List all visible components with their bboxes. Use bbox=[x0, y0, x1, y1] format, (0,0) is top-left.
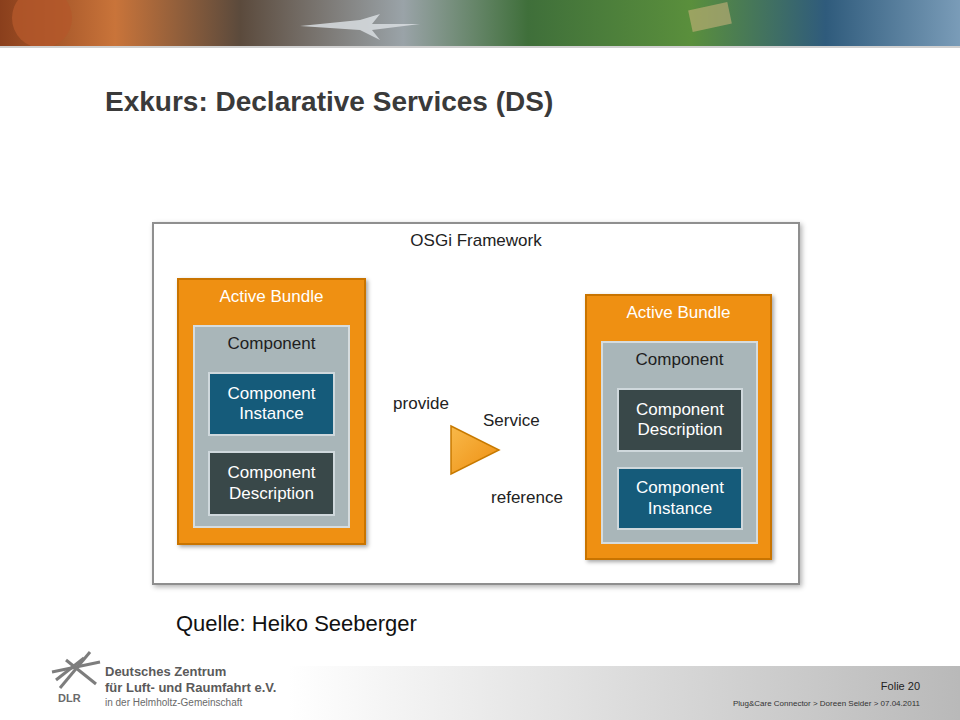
box-heading: Active Bundle bbox=[587, 296, 770, 323]
footer-info: Plug&Care Connector > Doreen Seider > 07… bbox=[733, 699, 920, 708]
framework-frame: OSGi FrameworkActive BundleComponentComp… bbox=[152, 222, 800, 585]
instance-box: Component Instance bbox=[617, 467, 743, 530]
box-heading: Active Bundle bbox=[179, 280, 364, 307]
box-label: Component Description bbox=[623, 400, 737, 441]
institute-name: für Luft- und Raumfahrt e.V. bbox=[105, 680, 276, 695]
instance-box: Component Instance bbox=[208, 372, 335, 436]
dlr-logo bbox=[52, 652, 100, 688]
logo-text: DLR bbox=[58, 692, 81, 704]
triangle-outline bbox=[450, 425, 500, 475]
service-symbol bbox=[451, 426, 499, 474]
bundle-box: Active BundleComponentComponent Instance… bbox=[177, 278, 366, 545]
description-box: Component Description bbox=[617, 388, 743, 452]
satellite-image bbox=[688, 2, 732, 32]
slide-number: Folie 20 bbox=[881, 680, 920, 692]
institute-affiliation: in der Helmholtz-Gemeinschaft bbox=[105, 697, 242, 708]
box-label: Component Description bbox=[214, 463, 329, 504]
slide-title: Exkurs: Declarative Services (DS) bbox=[105, 86, 553, 118]
connector-label: reference bbox=[487, 488, 567, 508]
planet-image bbox=[12, 0, 72, 48]
box-heading: OSGi Framework bbox=[154, 224, 798, 251]
service-triangle: Service bbox=[450, 425, 500, 475]
banner-strip bbox=[0, 0, 960, 46]
source-caption: Quelle: Heiko Seeberger bbox=[176, 611, 417, 637]
component-box: ComponentComponent DescriptionComponent … bbox=[601, 341, 758, 544]
component-box: ComponentComponent InstanceComponent Des… bbox=[193, 325, 350, 528]
description-box: Component Description bbox=[208, 451, 335, 516]
institute-name: Deutsches Zentrum bbox=[105, 664, 226, 679]
service-label: Service bbox=[483, 411, 540, 431]
box-heading: Component bbox=[195, 327, 348, 354]
plane-image bbox=[300, 14, 420, 40]
bundle-box: Active BundleComponentComponent Descript… bbox=[585, 294, 772, 560]
connector-label: provide bbox=[389, 394, 453, 414]
box-label: Component Instance bbox=[214, 384, 329, 425]
box-label: Component Instance bbox=[623, 478, 737, 519]
banner-line bbox=[0, 46, 960, 48]
box-heading: Component bbox=[603, 343, 756, 370]
